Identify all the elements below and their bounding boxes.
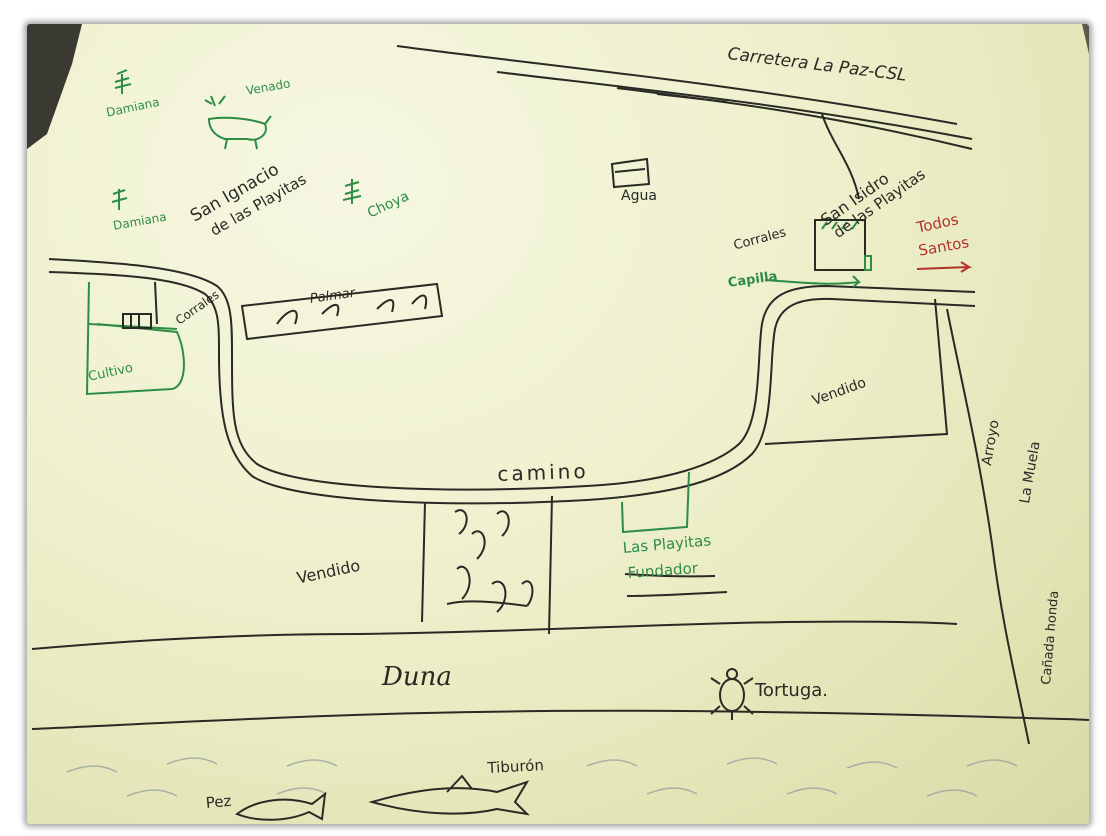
tiburon-label: Tiburón <box>487 756 545 777</box>
damiana-plant-1 <box>114 69 132 94</box>
east-boundary <box>946 308 1030 745</box>
turtle-drawing <box>710 668 754 720</box>
paper-sheet <box>27 24 1089 824</box>
san-isidro-building <box>764 219 973 288</box>
table-edge-right <box>1082 24 1089 54</box>
map-photo: Carretera La Paz-CSL Damiana Venado Dami… <box>27 24 1089 824</box>
highway <box>396 45 973 150</box>
camino-label: camino <box>497 458 589 486</box>
table-corner <box>27 24 82 149</box>
duna-label: Duna <box>382 662 452 692</box>
damiana-plant-2 <box>111 189 128 210</box>
pez-label: Pez <box>205 791 233 812</box>
choya-plant <box>342 179 362 204</box>
shark-drawing <box>368 774 530 816</box>
central-parcel <box>421 495 553 635</box>
fish-drawing <box>234 791 327 821</box>
camino-road <box>48 258 976 505</box>
sea-waves <box>66 757 1018 797</box>
well-drawing <box>610 157 651 189</box>
deer-drawing <box>204 95 272 150</box>
cultivo-parcel <box>85 281 185 396</box>
palmar-box <box>240 282 444 341</box>
tortuga-label: Tortuga. <box>755 680 828 701</box>
agua-label: Agua <box>621 188 657 204</box>
dune-lines <box>31 620 1089 730</box>
fundador-parcel <box>621 471 728 597</box>
vendido-right-parcel <box>764 298 949 445</box>
hand-drawn-map <box>27 24 1089 821</box>
highway-access-road <box>821 113 860 200</box>
